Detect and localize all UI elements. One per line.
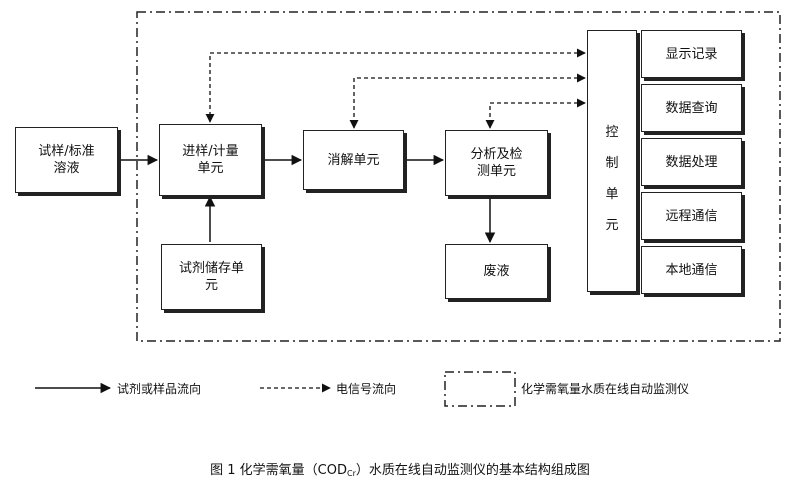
control-unit-box: 控 制 单 元 xyxy=(587,30,637,292)
local-communication-label: 本地通信 xyxy=(665,262,718,278)
legend-solid-label: 试剂或样品流向 xyxy=(117,382,202,396)
figure-caption: 图 1 化学需氧量（CODCr）水质在线自动监测仪的基本结构组成图 xyxy=(0,459,800,478)
instrument-boundary xyxy=(136,11,781,342)
sampling-metering-unit-box: 进样/计量 单元 xyxy=(159,124,262,196)
signal-line-control-digestion xyxy=(349,73,586,129)
data-query-label: 数据查询 xyxy=(665,100,718,116)
caption-suffix: ）水质在线自动监测仪的基本结构组成图 xyxy=(355,463,590,478)
digestion-unit-label: 消解单元 xyxy=(327,152,380,168)
legend-dashed-label: 电信号流向 xyxy=(336,382,397,396)
signal-line-control-metering xyxy=(205,48,586,123)
analysis-detection-unit-label: 分析及检 测单元 xyxy=(470,147,523,179)
digestion-unit-box: 消解单元 xyxy=(303,130,404,190)
sample-solution-label: 试样/标准 溶液 xyxy=(38,144,95,176)
analysis-detection-unit-box: 分析及检 测单元 xyxy=(445,130,548,196)
legend-boundary-sample xyxy=(444,371,516,407)
caption-subscript: Cr xyxy=(346,469,356,478)
display-record-box: 显示记录 xyxy=(641,30,742,78)
local-communication-box: 本地通信 xyxy=(641,246,742,294)
remote-communication-label: 远程通信 xyxy=(665,208,718,224)
data-query-box: 数据查询 xyxy=(641,84,742,132)
display-record-label: 显示记录 xyxy=(665,46,718,62)
signal-line-control-analysis xyxy=(485,98,586,129)
control-unit-label: 控 制 单 元 xyxy=(605,125,619,233)
caption-prefix: 图 1 化学需氧量（COD xyxy=(210,463,347,478)
remote-communication-box: 远程通信 xyxy=(641,192,742,240)
legend-boundary-label: 化学需氧量水质在线自动监测仪 xyxy=(521,382,690,396)
data-processing-box: 数据处理 xyxy=(641,138,742,186)
waste-liquid-label: 废液 xyxy=(483,264,510,279)
data-processing-label: 数据处理 xyxy=(665,154,718,170)
waste-liquid-box: 废液 xyxy=(445,244,548,299)
reagent-storage-unit-label: 试剂储存单 元 xyxy=(178,261,244,293)
sample-solution-box: 试样/标准 溶液 xyxy=(15,127,118,193)
reagent-storage-unit-box: 试剂储存单 元 xyxy=(161,244,262,310)
sampling-metering-unit-label: 进样/计量 单元 xyxy=(182,144,239,176)
